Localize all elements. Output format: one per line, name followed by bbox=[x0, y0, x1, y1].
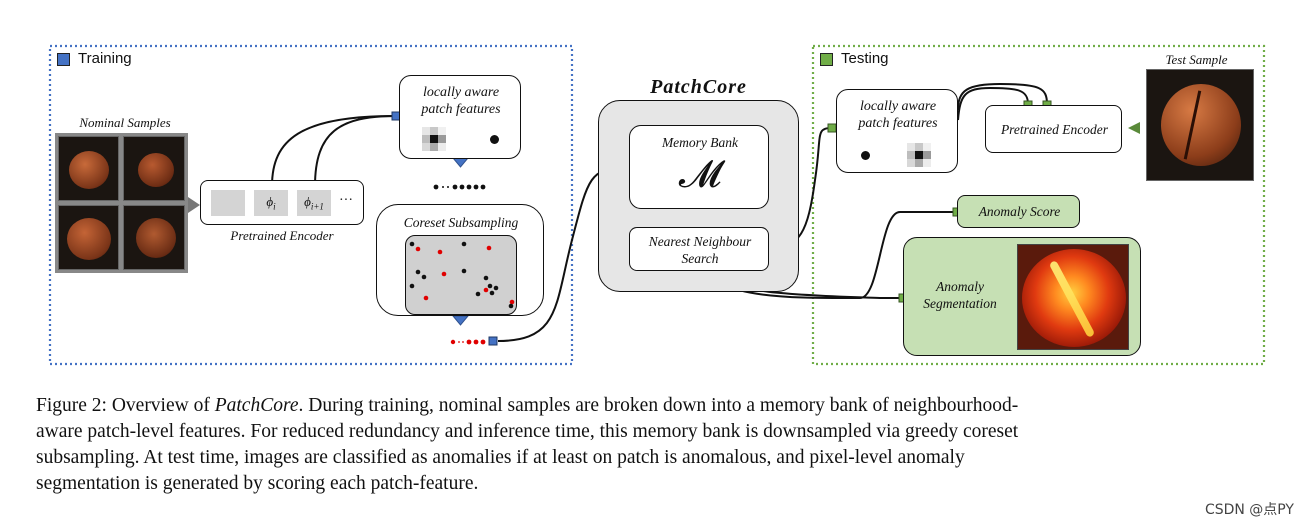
encoder-to-features-link-1 bbox=[957, 86, 1029, 121]
nominal-sample-image bbox=[58, 136, 119, 201]
nominal-sample-image bbox=[123, 136, 185, 201]
local-features-train-line2: patch features bbox=[421, 102, 501, 117]
memory-bank-label: Memory Bank bbox=[661, 135, 739, 150]
pretrained-encoder-train: ϕi ϕi+1 ··· bbox=[200, 180, 364, 225]
anomaly-score-label: Anomaly Score bbox=[978, 204, 1061, 219]
phi-i1-label: ϕi+1 bbox=[304, 194, 324, 212]
anomaly-segmentation-line1: Anomaly bbox=[936, 279, 984, 294]
memory-bank-box: Memory Bank 𝓜 bbox=[629, 125, 769, 209]
patchcore-title: PatchCore bbox=[650, 76, 747, 98]
feature-dots-row bbox=[433, 184, 486, 190]
training-label: Training bbox=[78, 50, 132, 67]
coreset-label: Coreset Subsampling bbox=[403, 215, 519, 230]
nominal-samples-grid bbox=[55, 133, 188, 273]
patch-grid-icon bbox=[907, 143, 931, 167]
local-features-train-line1: locally aware bbox=[422, 85, 500, 100]
encoder-left-triangle-icon bbox=[1128, 122, 1140, 134]
coreset-dots-row bbox=[450, 339, 486, 345]
encoder-ellipsis: ··· bbox=[339, 193, 353, 208]
training-legend-square bbox=[57, 53, 70, 66]
anomaly-segmentation-box: Anomaly Segmentation bbox=[903, 237, 1141, 356]
anomaly-segmentation-line2: Segmentation bbox=[923, 296, 997, 311]
test-sample-image bbox=[1146, 69, 1254, 181]
testing-frame bbox=[811, 44, 1266, 366]
nominal-samples-label: Nominal Samples bbox=[79, 115, 171, 130]
local-features-test-line1: locally aware bbox=[859, 99, 937, 114]
caption-line-3: subsampling. At test time, images are cl… bbox=[36, 447, 965, 468]
phi-i-label: ϕi bbox=[266, 194, 276, 212]
testing-label: Testing bbox=[841, 50, 889, 67]
watermark: CSDN @点PY bbox=[1204, 502, 1294, 518]
coreset-scatter bbox=[405, 235, 517, 315]
encoder-to-features-link-2 bbox=[957, 82, 1048, 111]
encoder-right-triangle-icon bbox=[188, 197, 200, 213]
feature-dot-icon bbox=[861, 151, 870, 160]
test-sample-label: Test Sample bbox=[1165, 52, 1228, 67]
anomaly-score-box: Anomaly Score bbox=[957, 195, 1080, 228]
down-triangle-icon bbox=[451, 315, 470, 326]
anomaly-heatmap-image bbox=[1017, 244, 1129, 350]
local-features-train-box: locally aware patch features bbox=[399, 75, 521, 159]
training-frame bbox=[48, 44, 574, 366]
local-features-test-box: locally aware patch features bbox=[836, 89, 958, 173]
pretrained-encoder-train-label: Pretrained Encoder bbox=[230, 228, 334, 243]
caption-line-1: Figure 2: Overview of PatchCore. During … bbox=[36, 395, 1019, 416]
pretrained-encoder-test: Pretrained Encoder bbox=[985, 105, 1122, 153]
caption-line-2: aware patch-level features. For reduced … bbox=[36, 421, 1019, 442]
nearest-neighbour-search-box[interactable]: Nearest Neighbour Search bbox=[629, 227, 769, 271]
pretrained-encoder-test-label: Pretrained Encoder bbox=[1000, 122, 1109, 137]
nn-search-line1: Nearest Neighbour bbox=[648, 234, 752, 249]
testing-legend-square bbox=[820, 53, 833, 66]
down-triangle-icon bbox=[451, 157, 470, 168]
memory-bank-symbol: 𝓜 bbox=[678, 152, 722, 196]
caption-line-4: segmentation is generated by scoring eac… bbox=[36, 473, 479, 494]
local-features-test-line2: patch features bbox=[858, 116, 938, 131]
feature-dot-icon bbox=[490, 135, 499, 144]
nominal-sample-image bbox=[58, 205, 119, 270]
nn-search-line2: Search bbox=[681, 251, 719, 266]
coreset-box: Coreset Subsampling bbox=[376, 204, 544, 316]
patch-grid-icon bbox=[422, 127, 446, 151]
phi-i-link bbox=[271, 115, 396, 187]
nominal-sample-image bbox=[123, 205, 185, 270]
phi-i1-link bbox=[314, 115, 396, 187]
figure-caption: Figure 2: Overview of PatchCore. During … bbox=[36, 393, 1280, 497]
